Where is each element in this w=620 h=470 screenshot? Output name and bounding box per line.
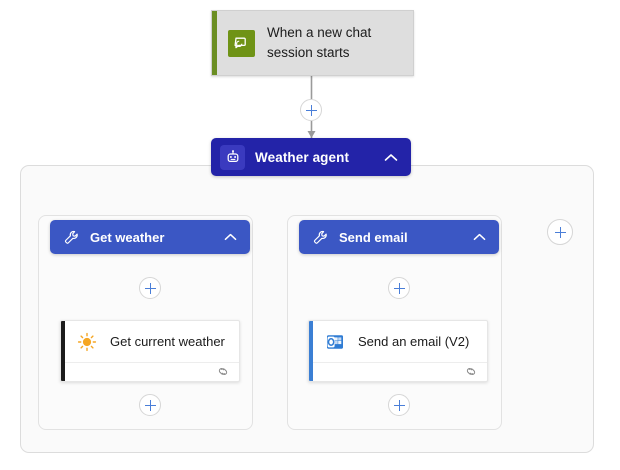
trigger-title: When a new chat session starts — [267, 25, 372, 60]
plus-icon — [144, 399, 156, 411]
chevron-up-icon[interactable] — [473, 233, 486, 241]
trigger-accent-bar — [212, 11, 217, 75]
add-tool-button[interactable] — [547, 219, 573, 245]
action-card-send-an-email[interactable]: Send an email (V2) — [308, 320, 488, 382]
wrench-icon — [313, 230, 328, 245]
agent-title: Weather agent — [255, 149, 350, 165]
link-icon[interactable] — [216, 364, 230, 381]
tool-header-send-email[interactable]: Send email — [299, 220, 499, 254]
tool-title: Send email — [339, 229, 408, 245]
plus-icon — [393, 399, 405, 411]
chat-bubble-icon — [228, 29, 255, 57]
tool-title: Get weather — [90, 229, 165, 245]
sun-icon — [75, 330, 99, 354]
action-card-get-current-weather[interactable]: Get current weather — [60, 320, 240, 382]
agent-node-weather-agent[interactable]: Weather agent — [211, 138, 411, 176]
outlook-icon — [323, 330, 347, 354]
chevron-up-icon[interactable] — [384, 153, 398, 162]
plus-icon — [393, 282, 405, 294]
card-main: Send an email (V2) — [309, 321, 487, 362]
action-label: Send an email (V2) — [358, 334, 470, 349]
card-footer — [309, 362, 487, 381]
tool-header-get-weather[interactable]: Get weather — [50, 220, 250, 254]
robot-icon — [220, 144, 245, 170]
card-accent-bar — [309, 321, 313, 381]
plus-icon — [305, 104, 317, 116]
add-step-button-after-trigger[interactable] — [300, 99, 322, 121]
plus-icon — [144, 282, 156, 294]
card-main: Get current weather — [61, 321, 239, 362]
trigger-node[interactable]: When a new chat session starts — [211, 10, 414, 76]
add-step-button-send-email-top[interactable] — [388, 277, 410, 299]
add-step-button-get-weather-top[interactable] — [139, 277, 161, 299]
add-step-button-send-email-bottom[interactable] — [388, 394, 410, 416]
card-accent-bar — [61, 321, 65, 381]
action-label: Get current weather — [110, 334, 225, 349]
add-step-button-get-weather-bottom[interactable] — [139, 394, 161, 416]
card-footer — [61, 362, 239, 381]
chevron-up-icon[interactable] — [224, 233, 237, 241]
link-icon[interactable] — [464, 364, 478, 381]
plus-icon — [554, 226, 566, 238]
wrench-icon — [64, 230, 79, 245]
